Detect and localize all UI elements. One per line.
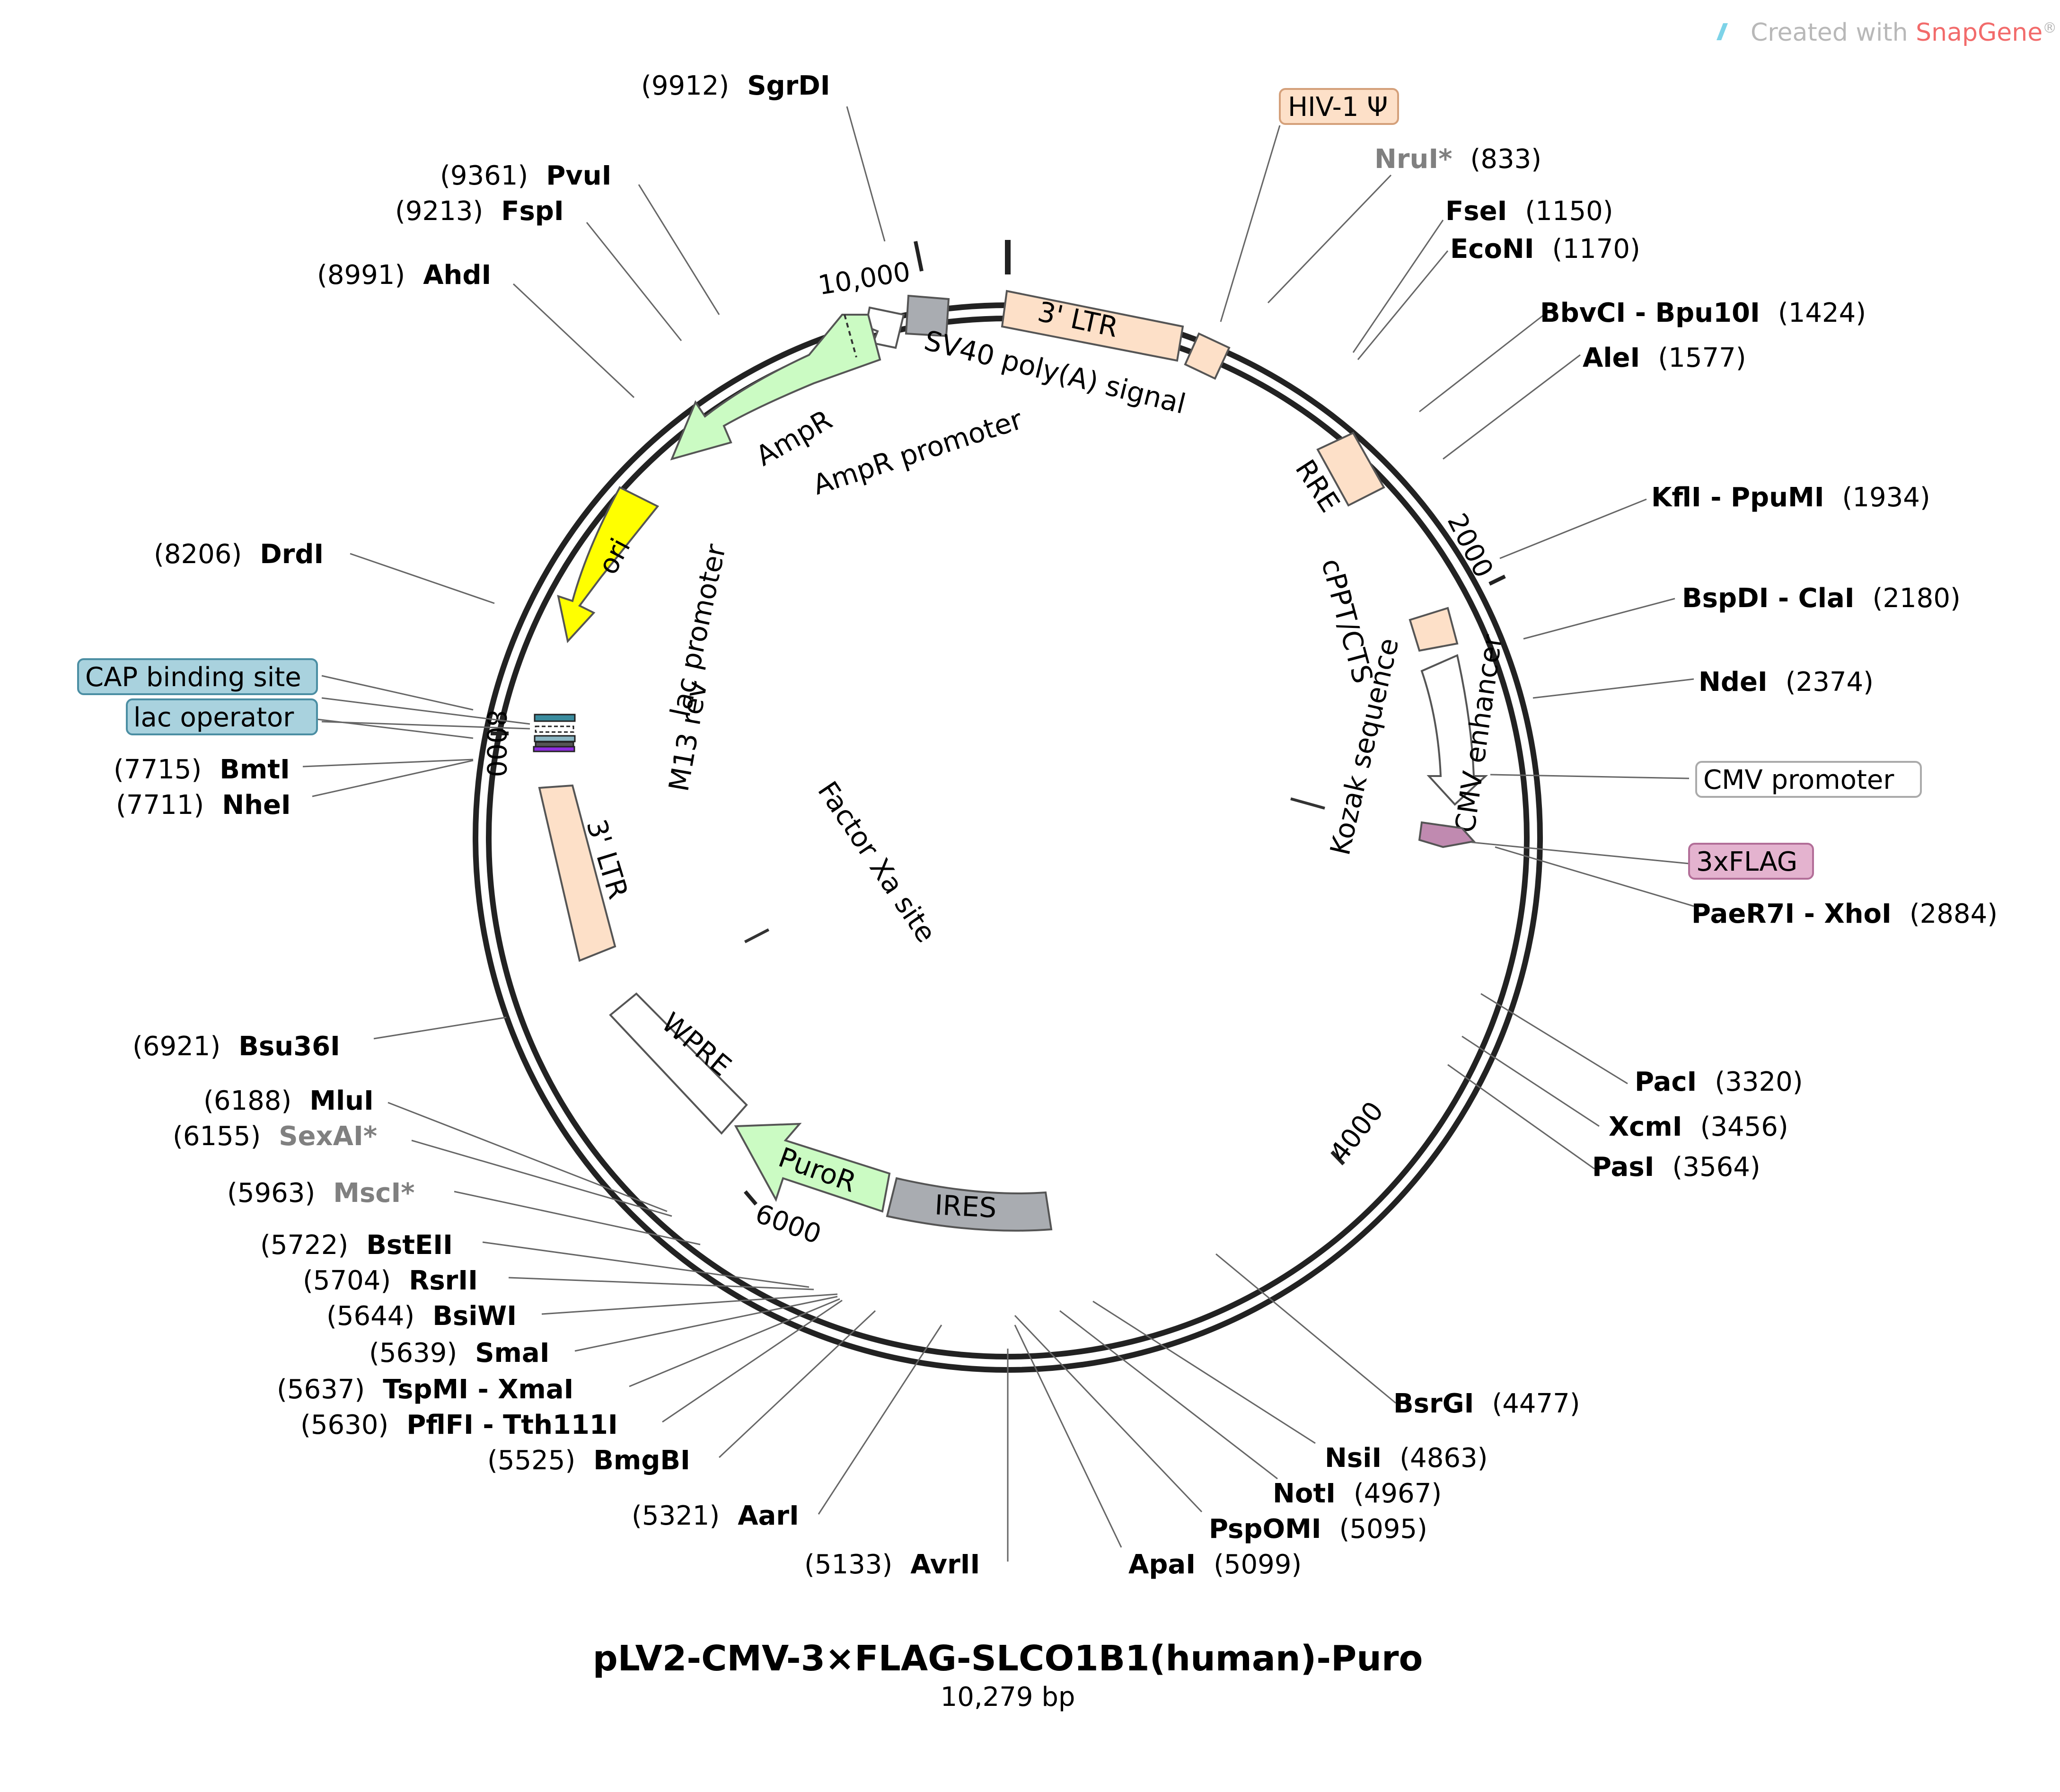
- watermark-suffix: ®: [2042, 20, 2057, 36]
- site-label[interactable]: (9213)FspI: [395, 196, 564, 227]
- site-label[interactable]: (5704)RsrII: [303, 1265, 478, 1296]
- tick-mark: [914, 241, 924, 272]
- site-label[interactable]: (8991)AhdI: [317, 260, 491, 291]
- tick-label: 10,000: [816, 256, 913, 301]
- boxed-label-cmv-promoter[interactable]: CMV promoter: [1695, 761, 1922, 798]
- site-label[interactable]: (9912)SgrDI: [641, 71, 830, 101]
- watermark: Created with SnapGene®: [1717, 18, 2057, 47]
- site-label[interactable]: (9361)PvuI: [440, 160, 611, 191]
- site-label[interactable]: (5630)PflFI - Tth111I: [300, 1410, 618, 1440]
- site-label[interactable]: NruI*(833): [1374, 144, 1541, 175]
- feature-3ltr-top[interactable]: 3' LTR: [1001, 290, 1184, 362]
- watermark-prefix: Created with: [1751, 18, 1916, 47]
- feature-3xflag[interactable]: [1418, 821, 1476, 848]
- site-label[interactable]: (5644)BsiWI: [326, 1301, 517, 1332]
- site-label[interactable]: BbvCI - Bpu10I(1424): [1540, 298, 1866, 328]
- feature-3ltr-left[interactable]: [538, 784, 616, 962]
- site-label[interactable]: NdeI(2374): [1699, 667, 1874, 697]
- boxed-label-3xflag[interactable]: 3xFLAG: [1688, 843, 1814, 880]
- site-label[interactable]: (5321)AarI: [632, 1501, 799, 1531]
- feature-ampr[interactable]: [670, 314, 881, 461]
- svg-text:lac operator: lac operator: [133, 702, 294, 733]
- boxed-label-cap-binding-site[interactable]: CAP binding site: [77, 658, 318, 695]
- site-label[interactable]: (5722)BstEII: [260, 1230, 453, 1261]
- site-label[interactable]: AleI(1577): [1583, 343, 1746, 373]
- feature-lac-cluster[interactable]: [533, 714, 576, 752]
- feature-wpre[interactable]: [609, 992, 748, 1135]
- site-label[interactable]: NsiI(4863): [1325, 1443, 1488, 1474]
- tick-mark: [1488, 574, 1506, 586]
- svg-text:HIV-1 Ψ: HIV-1 Ψ: [1288, 92, 1388, 123]
- watermark-brand: SnapGene: [1916, 18, 2042, 47]
- site-label[interactable]: PacI(3320): [1635, 1067, 1803, 1097]
- site-label[interactable]: (6188)MluI: [203, 1086, 374, 1116]
- feature-ori[interactable]: [557, 486, 660, 644]
- site-label[interactable]: (6921)Bsu36I: [132, 1031, 340, 1062]
- tick-label: 6000: [751, 1198, 825, 1250]
- feature-factor-xa[interactable]: [744, 923, 770, 948]
- site-label[interactable]: BspDI - ClaI(2180): [1682, 583, 1961, 614]
- feature-kozak[interactable]: [1290, 797, 1325, 810]
- feature-puror[interactable]: [734, 1122, 891, 1213]
- site-label[interactable]: PaeR7I - XhoI(2884): [1691, 899, 1998, 929]
- tick-mark: [1330, 1150, 1345, 1165]
- feature-rre[interactable]: [1316, 432, 1385, 507]
- feature-cmv-enhancer[interactable]: [1420, 654, 1488, 806]
- site-label[interactable]: (5637)TspMI - XmaI: [277, 1374, 573, 1405]
- svg-text:Created with SnapGene®: Created with SnapGene®: [1751, 18, 2057, 47]
- boxed-labels: HIV-1 Ψ CAP binding site lac operator CM…: [77, 88, 1922, 880]
- site-label[interactable]: PspOMI(5095): [1209, 1514, 1427, 1545]
- site-labels: (9912)SgrDI (9361)PvuI (9213)FspI (8991)…: [114, 71, 1998, 1580]
- site-label[interactable]: (8206)DrdI: [154, 539, 324, 570]
- tick-label: 4000: [1324, 1096, 1390, 1168]
- site-label[interactable]: (5133)AvrII: [804, 1549, 980, 1580]
- snapgene-logo-icon: [1717, 23, 1728, 40]
- feature-label-ires: IRES: [934, 1189, 997, 1224]
- feature-cppt-cts[interactable]: [1409, 607, 1459, 652]
- site-label[interactable]: (7711)NheI: [116, 790, 291, 821]
- feature-ltr-fragment[interactable]: [1184, 332, 1231, 380]
- feature-label-factor-xa: Factor Xa site: [811, 776, 942, 948]
- feature-sv40-polya[interactable]: [905, 294, 950, 337]
- site-label[interactable]: EcoNI(1170): [1450, 234, 1640, 265]
- svg-text:CAP binding site: CAP binding site: [85, 662, 301, 693]
- boxed-label-hiv1-psi[interactable]: HIV-1 Ψ: [1279, 88, 1399, 125]
- site-label[interactable]: ApaI(5099): [1128, 1549, 1302, 1580]
- site-label[interactable]: BsrGI(4477): [1393, 1388, 1580, 1419]
- site-label[interactable]: (5963)MscI*: [227, 1178, 415, 1209]
- tick-mark: [743, 1190, 758, 1206]
- site-label[interactable]: XcmI(3456): [1609, 1112, 1788, 1142]
- leader-lines: [302, 106, 1694, 1562]
- site-label[interactable]: (5639)SmaI: [369, 1338, 550, 1368]
- svg-text:CMV promoter: CMV promoter: [1703, 765, 1894, 795]
- map-subtitle: 10,279 bp: [941, 1682, 1075, 1713]
- site-label[interactable]: (7715)BmtI: [114, 754, 290, 785]
- feature-label-ampr: AmpR: [750, 404, 837, 473]
- feature-ires[interactable]: [886, 1177, 1053, 1232]
- site-label[interactable]: (5525)BmgBI: [487, 1445, 690, 1476]
- site-label[interactable]: (6155)SexAI*: [173, 1121, 377, 1152]
- site-label[interactable]: FseI(1150): [1445, 196, 1613, 227]
- svg-text:3xFLAG: 3xFLAG: [1696, 847, 1797, 877]
- map-title: pLV2-CMV-3×FLAG-SLCO1B1(human)-Puro: [593, 1638, 1423, 1679]
- site-label[interactable]: KflI - PpuMI(1934): [1651, 482, 1930, 513]
- site-label[interactable]: PasI(3564): [1592, 1152, 1761, 1183]
- feature-label-ampr-promoter: AmpR promoter: [809, 403, 1026, 501]
- boxed-label-lac-operator[interactable]: lac operator: [126, 698, 318, 735]
- site-label[interactable]: NotI(4967): [1273, 1478, 1442, 1509]
